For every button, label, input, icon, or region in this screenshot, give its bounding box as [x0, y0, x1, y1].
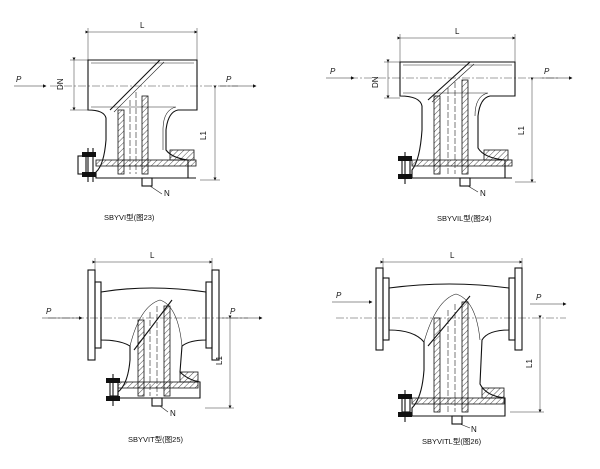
dim-label-height: L1: [525, 359, 534, 368]
dim-label-length: L: [140, 21, 145, 30]
dim-label-diameter: DN: [56, 78, 65, 90]
dim-label-length: L: [150, 251, 155, 260]
valve-drawing-sbyvil: L DN L1 P P N SBYVIL型(图24): [326, 27, 573, 223]
valve-drawing-sbyvit: L L1 P P N SBYVIT型(图25): [42, 251, 263, 444]
flow-in-label: P: [46, 307, 52, 316]
flow-in-label: P: [330, 67, 336, 76]
port-label: N: [164, 189, 170, 198]
port-label: N: [471, 425, 477, 434]
dim-label-length: L: [455, 27, 460, 36]
dim-label-height: L1: [517, 126, 526, 135]
caption: SBYVI型(图23): [104, 213, 155, 222]
caption: SBYVITL型(图26): [422, 437, 482, 446]
flow-out-label: P: [226, 75, 232, 84]
flow-out-label: P: [230, 307, 236, 316]
caption: SBYVIL型(图24): [437, 214, 492, 223]
dim-label-height: L1: [199, 131, 208, 140]
valve-drawing-sbyvitl: L L1 P P N SBYVITL型(图26): [332, 251, 567, 446]
flow-in-label: P: [336, 291, 342, 300]
flow-out-label: P: [536, 293, 542, 302]
port-label: N: [480, 189, 486, 198]
caption: SBYVIT型(图25): [128, 435, 184, 444]
port-label: N: [170, 409, 176, 418]
flow-in-label: P: [16, 75, 22, 84]
valve-drawing-sbyvi: L DN L1 P P: [14, 21, 257, 222]
flow-out-label: P: [544, 67, 550, 76]
dim-label-diameter: DN: [371, 76, 380, 88]
dim-label-length: L: [450, 251, 455, 260]
